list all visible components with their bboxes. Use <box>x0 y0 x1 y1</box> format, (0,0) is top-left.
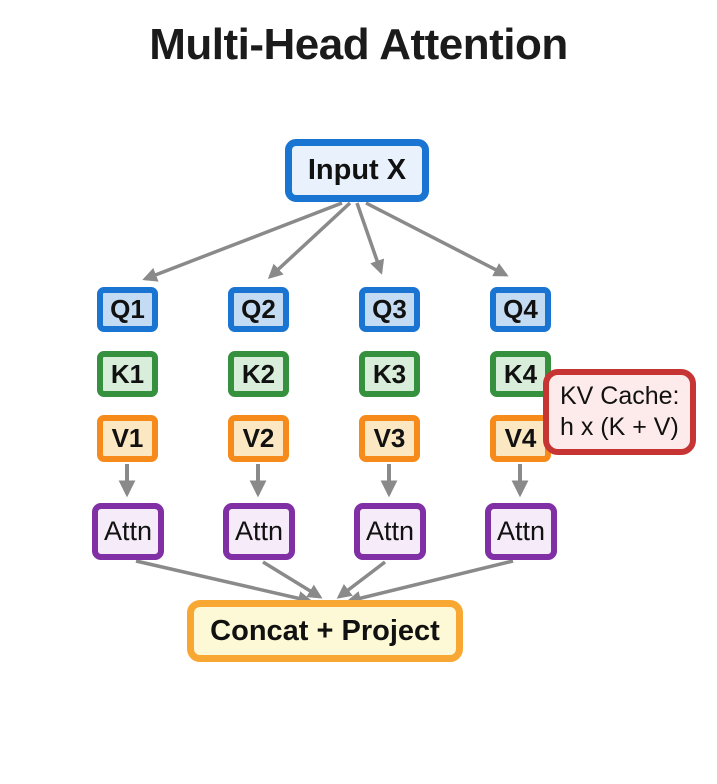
attn2-label: Attn <box>234 516 284 546</box>
attn1-box: Attn <box>92 503 164 560</box>
concat-project-box: Concat + Project <box>187 600 463 662</box>
q2-box: Q2 <box>228 287 289 332</box>
arrow-attn2-to-concat <box>262 560 323 599</box>
k4-label: K4 <box>503 358 538 389</box>
attn1-label: Attn <box>103 516 153 546</box>
k1-box: K1 <box>97 351 158 397</box>
arrow-attn1-to-concat <box>135 559 313 606</box>
arrow-input-to-q1 <box>142 201 343 282</box>
q2-label: Q2 <box>241 294 276 324</box>
diagram-title: Multi-Head Attention <box>149 20 568 69</box>
v1-label: V1 <box>111 423 144 453</box>
attn3-box: Attn <box>354 503 426 560</box>
v4-box: V4 <box>490 415 551 462</box>
input-x-box: Input X <box>285 139 429 202</box>
arrow-attn3-to-concat <box>336 560 387 599</box>
k2-label: K2 <box>241 358 276 389</box>
v3-box: V3 <box>359 415 420 462</box>
attn4-label: Attn <box>496 516 546 546</box>
q3-box: Q3 <box>359 287 420 332</box>
arrow-attn4-to-concat <box>346 559 514 606</box>
k1-label: K1 <box>110 358 145 389</box>
arrow-input-to-q2 <box>267 201 352 279</box>
v2-box: V2 <box>228 415 289 462</box>
concat-project-label: Concat + Project <box>210 614 440 647</box>
v1-box: V1 <box>97 415 158 462</box>
q4-box: Q4 <box>490 287 551 332</box>
v2-label: V2 <box>242 423 275 453</box>
input-x-label: Input X <box>307 154 407 186</box>
attn4-box: Attn <box>485 503 557 560</box>
kv-cache-annotation: KV Cache: h x (K + V) <box>543 369 696 455</box>
q3-label: Q3 <box>372 294 407 324</box>
q1-box: Q1 <box>97 287 158 332</box>
k3-label: K3 <box>372 358 407 389</box>
k4-box: K4 <box>490 351 551 397</box>
q4-label: Q4 <box>503 294 538 324</box>
q1-label: Q1 <box>110 294 145 324</box>
attn2-box: Attn <box>223 503 295 560</box>
attn3-label: Attn <box>365 516 415 546</box>
arrow-input-to-q3 <box>355 202 385 275</box>
k2-box: K2 <box>228 351 289 397</box>
k3-box: K3 <box>359 351 420 397</box>
v4-label: V4 <box>504 423 537 453</box>
v3-label: V3 <box>373 423 406 453</box>
arrow-input-to-q4 <box>365 201 509 277</box>
kv-cache-line2: h x (K + V) <box>560 413 679 441</box>
kv-cache-line1: KV Cache: <box>560 381 680 410</box>
